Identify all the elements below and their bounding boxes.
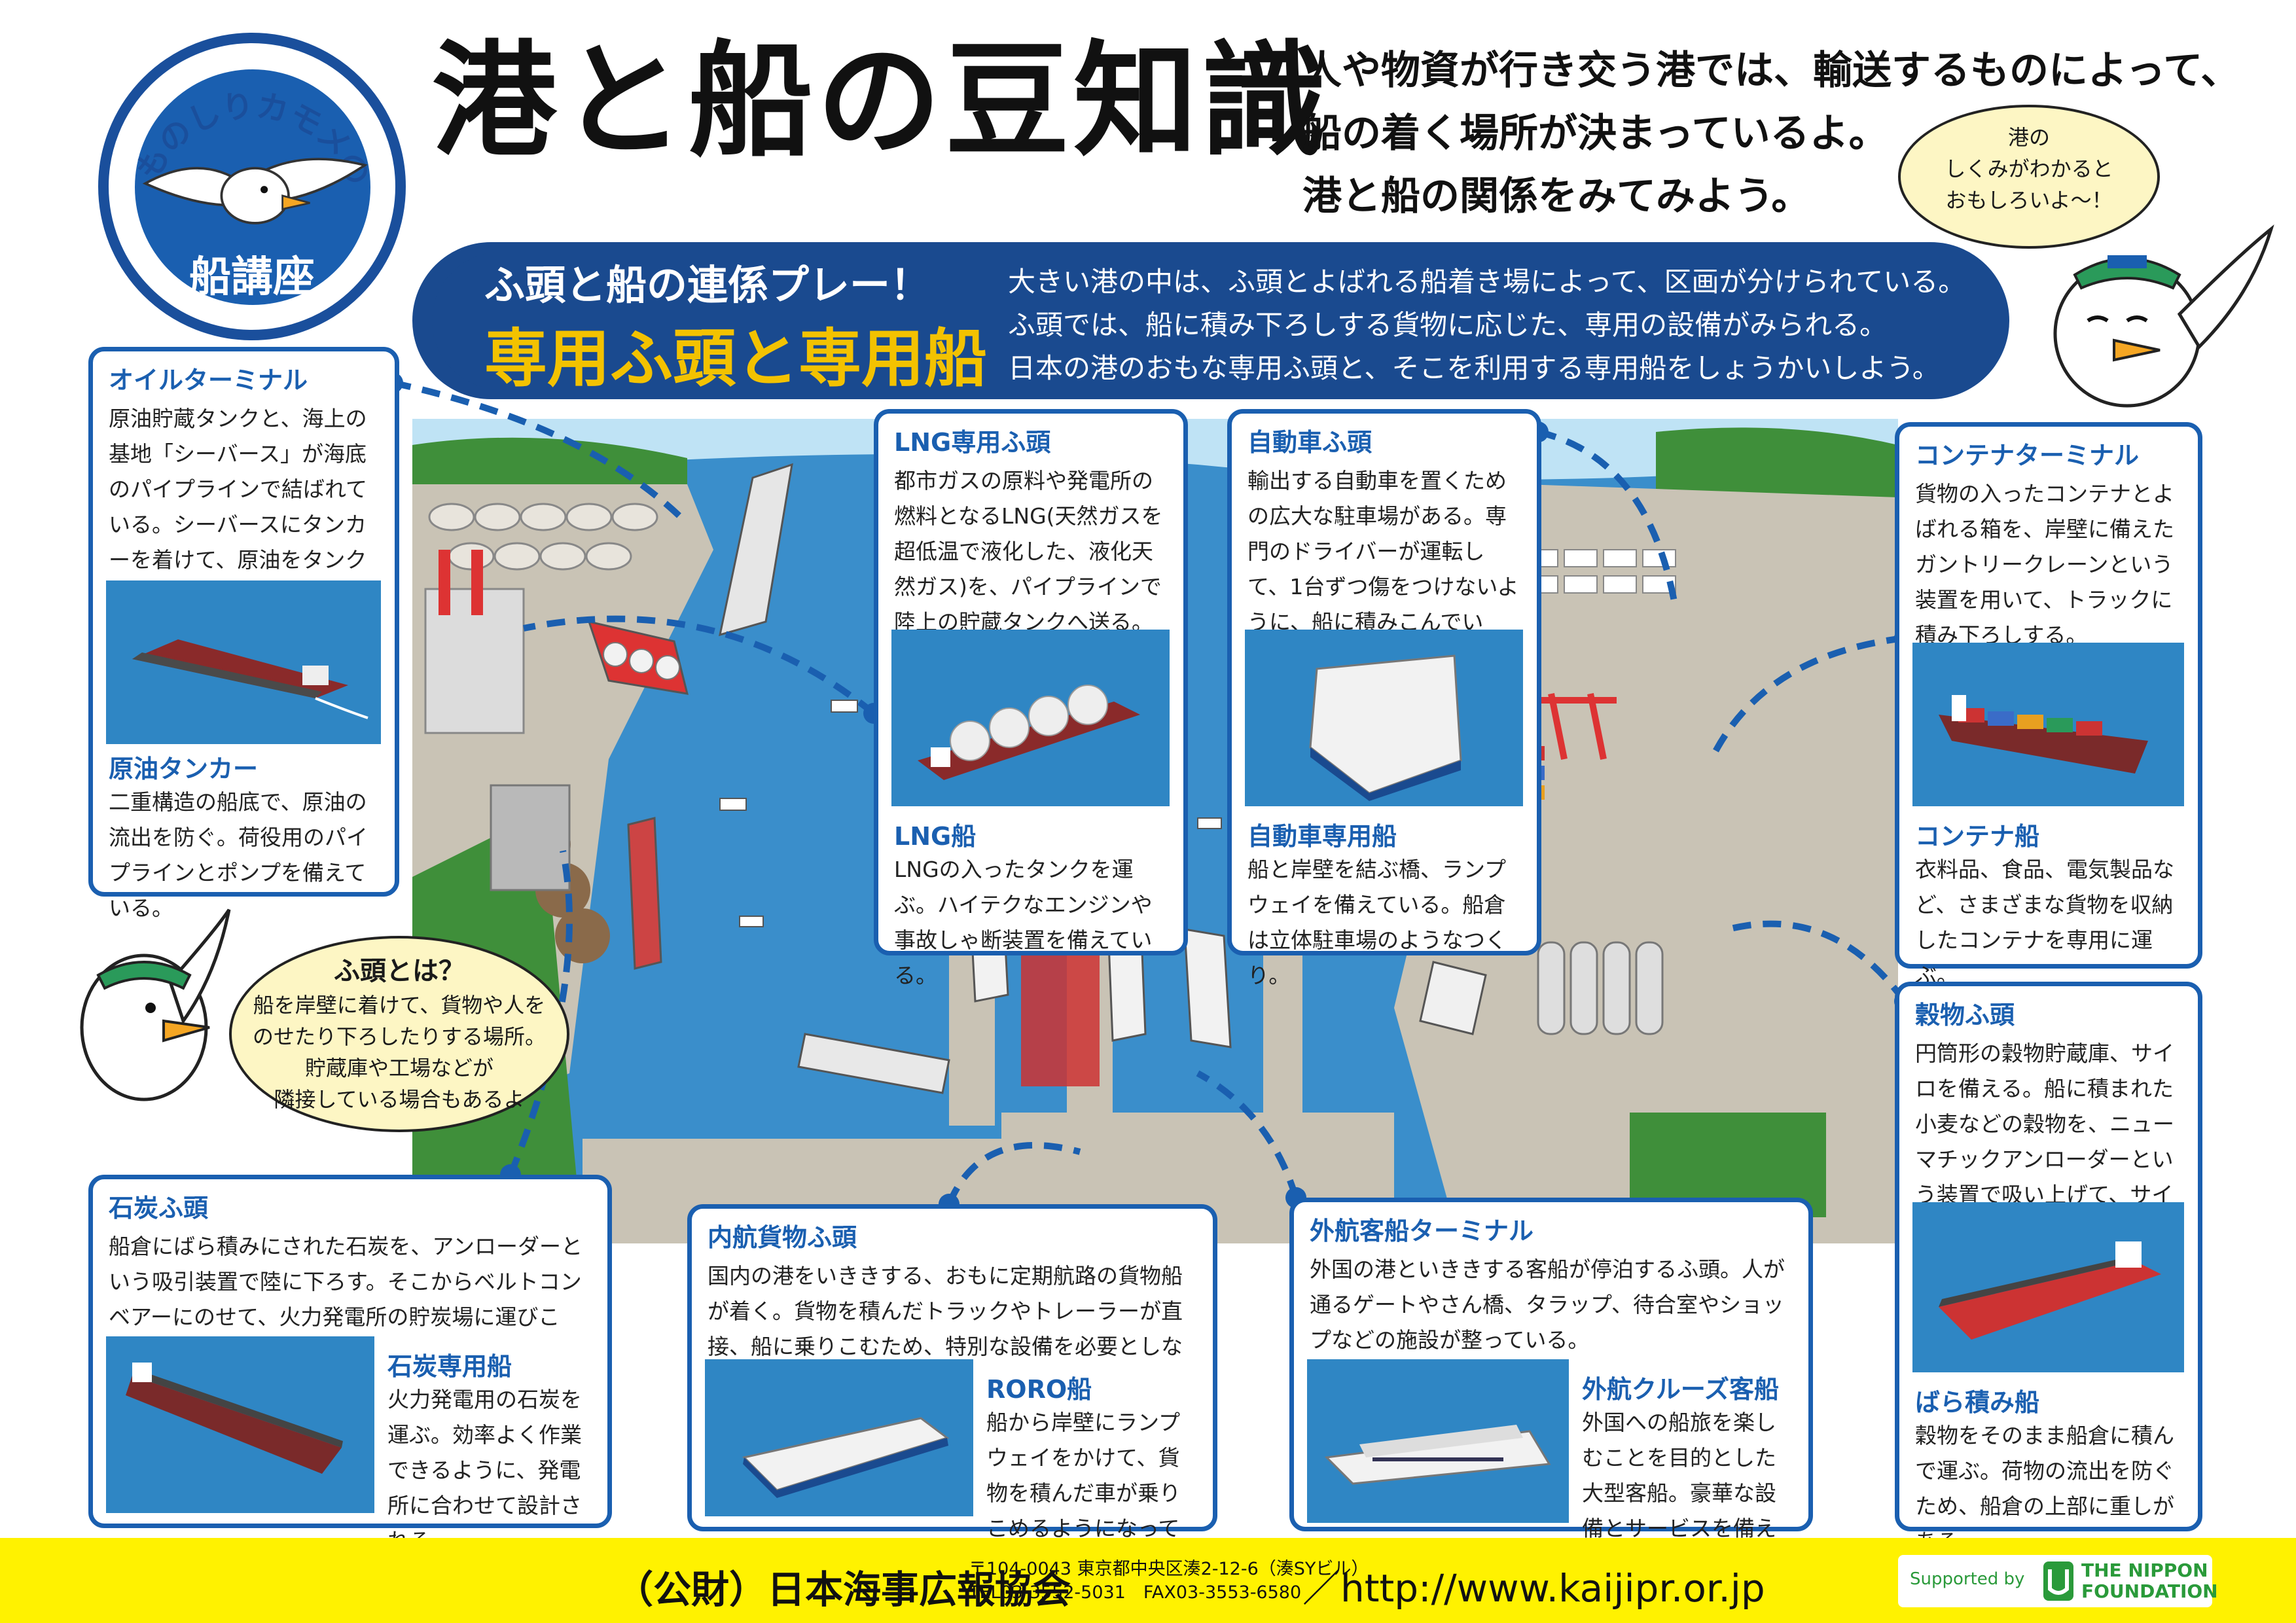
- footer-url-link[interactable]: ／http://www.kaijipr.or.jp: [1302, 1566, 1765, 1611]
- box-subdesc: 火力発電用の石炭を運ぶ。効率よく作業できるように、発電所に合わせて設計される。: [387, 1387, 582, 1554]
- car-carrier-icon: [1245, 630, 1523, 806]
- bulk-carrier-icon: [1912, 1202, 2184, 1372]
- box-car: 自動車ふ頭 輸出する自動車を置くための広大な駐車場がある。専門のドライバーが運転…: [1227, 409, 1541, 988]
- badge-bottom-text: 船講座: [189, 253, 315, 302]
- roro-ship-icon: [705, 1359, 973, 1516]
- foundation-line: THE NIPPON: [2081, 1560, 2208, 1581]
- car-carrier-image: [1245, 630, 1523, 806]
- box-desc: 貨物の入ったコンテナとよばれる箱を、岸壁に備えたガントリークレーンという装置を用…: [1915, 481, 2174, 648]
- cruise-ship-icon: [1307, 1359, 1569, 1523]
- bubble-line: しくみがわかると: [1945, 156, 2113, 181]
- box-lng: LNG専用ふ頭 都市ガスの原料や発電所の燃料となるLNG(天然ガスを超低温で液化…: [874, 409, 1188, 988]
- lng-image: [891, 630, 1170, 806]
- box-oil-terminal: オイルターミナル 原油貯蔵タンクと、海上の基地「シーバース」が海底のパイプライン…: [88, 347, 399, 921]
- box-subtitle: コンテナ船: [1915, 822, 2040, 851]
- footer-address: 〒104-0043 東京都中央区湊2-12-6（湊SYビル） TEL03-355…: [969, 1558, 1369, 1605]
- box-subdesc: 二重構造の船底で、原油の流出を防ぐ。荷役用のパイプラインとポンプを備えている。: [109, 789, 368, 921]
- box-subdesc: LNGの入ったタンクを運ぶ。ハイテクなエンジンや事故しゃ断装置を備えている。: [894, 857, 1153, 988]
- banner-left: [432, 252, 988, 389]
- seagull-mascot-icon: [2053, 224, 2274, 408]
- box-title: 内航貨物ふ頭: [708, 1223, 857, 1252]
- futo-bubble-line: 船を岸壁に着けて、貨物や人を: [253, 993, 546, 1018]
- intro-line: 港と船の関係をみてみよう。: [1302, 173, 1811, 219]
- box-subdesc: 船と岸壁を結ぶ橋、ランプウェイを備えている。船倉は立体駐車場のようなつくり。: [1247, 857, 1507, 988]
- box-subtitle: 外航クルーズ客船: [1582, 1375, 1779, 1404]
- tanker-image: [106, 580, 381, 744]
- box-subtitle: 原油タンカー: [109, 755, 259, 783]
- box-desc: 都市ガスの原料や発電所の燃料となるLNG(天然ガスを超低温で液化した、液化天然ガ…: [894, 468, 1163, 635]
- box-desc: 外国の港といききする客船が停泊するふ頭。人が通るゲートやさん橋、タラップ、待合室…: [1310, 1257, 1785, 1353]
- banner-line: 日本の港のおもな専用ふ頭と、そこを利用する専用船をしょうかいしよう。: [1008, 352, 1940, 384]
- bubble-line: おもしろいよ～！: [1945, 188, 2113, 213]
- speech-bubble-top: 港の しくみがわかると おもしろいよ～！: [1898, 105, 2160, 249]
- cruise-ship-image: [1307, 1359, 1569, 1523]
- container-ship-icon: [1912, 643, 2184, 806]
- intro-line: 船の着く場所が決まっているよ。: [1302, 111, 1888, 156]
- box-title: オイルターミナル: [109, 366, 308, 395]
- box-title: 石炭ふ頭: [109, 1194, 209, 1222]
- tanker-ship-icon: [106, 580, 381, 744]
- course-badge: ものしりカモメの 船講座: [98, 33, 406, 340]
- nippon-foundation-logo-icon: [2043, 1561, 2073, 1601]
- futo-bubble-line: 貯蔵庫や工場などが: [304, 1056, 493, 1080]
- footer-organization: （公財）日本海事広報協会: [615, 1567, 1071, 1612]
- box-coal: 石炭ふ頭 船倉にばら積みにされた石炭を、アンローダーという吸引装置で陸に下ろす。…: [88, 1175, 612, 1554]
- box-desc: 原油貯蔵タンクと、海上の基地「シーバース」が海底のパイプラインで結ばれている。シ…: [109, 406, 368, 608]
- box-desc: 船倉にばら積みにされた石炭を、アンローダーという吸引装置で陸に下ろす。そこからベ…: [109, 1234, 583, 1365]
- futo-bubble-line: のせたり下ろしたりする場所。: [252, 1024, 546, 1049]
- bubble-line: 港の: [2007, 125, 2050, 150]
- bulk-carrier-image: [1912, 1202, 2184, 1372]
- footer-phone-line: TEL03-3552-5031 FAX03-3553-6580: [969, 1582, 1302, 1603]
- futo-bubble-title: ふ頭とは？: [334, 956, 465, 986]
- container-ship-image: [1912, 643, 2184, 806]
- box-domestic: 内航貨物ふ頭 国内の港をいききする、おもに定期航路の貨物船が着く。貨物を積んだト…: [687, 1204, 1217, 1577]
- box-title: 自動車ふ頭: [1247, 428, 1372, 457]
- foundation-name: THE NIPPON FOUNDATION: [2081, 1560, 2218, 1602]
- box-subdesc: 外国への船旅を楽しむことを目的とした大型客船。豪華な設備とサービスを備えている。: [1582, 1410, 1776, 1577]
- box-title: LNG専用ふ頭: [894, 428, 1051, 457]
- banner-line: ふ頭では、船に積み下ろしする貨物に応じた、専用の設備がみられる。: [1008, 309, 1888, 341]
- futo-bubble: ふ頭とは？ 船を岸壁に着けて、貨物や人を のせたり下ろしたりする場所。 貯蔵庫や…: [229, 936, 569, 1132]
- banner-subtitle: ふ頭と船の連係プレー！: [484, 261, 931, 309]
- banner-line: 大きい港の中は、ふ頭とよばれる船着き場によって、区画が分けられている。: [1008, 266, 1966, 298]
- seagull-icon: ものしりカモメの: [130, 87, 377, 224]
- box-title: 外航客船ターミナル: [1310, 1217, 1534, 1245]
- coal-ship-image: [106, 1336, 374, 1513]
- box-subdesc: 船から岸壁にランプウェイをかけて、貨物を積んだ車が乗りこめるようになっている。: [986, 1410, 1181, 1577]
- foundation-line: FOUNDATION: [2081, 1580, 2218, 1602]
- box-subtitle: 自動車専用船: [1247, 822, 1397, 851]
- box-grain: 穀物ふ頭 円筒形の穀物貯蔵庫、サイロを備える。船に積まれた小麦などの穀物を、ニュ…: [1895, 982, 2202, 1554]
- box-desc: 国内の港をいききする、おもに定期航路の貨物船が着く。貨物を積んだトラックやトレー…: [708, 1263, 1183, 1395]
- seagull-left-icon: [80, 908, 231, 1101]
- box-subdesc: 衣料品、食品、電気製品など、さまざまな貨物を収納したコンテナを専用に運ぶ。: [1915, 857, 2174, 988]
- box-title: コンテナターミナル: [1915, 441, 2140, 470]
- intro-text: 人や物資が行き交う港では、輸送するものによって、 船の着く場所が決まっているよ。…: [1302, 39, 2240, 228]
- intro-line: 人や物資が行き交う港では、輸送するものによって、: [1302, 48, 2240, 94]
- footer-address-line: 〒104-0043 東京都中央区湊2-12-6（湊SYビル）: [969, 1559, 1369, 1579]
- box-cruise: 外航客船ターミナル 外国の港といききする客船が停泊するふ頭。人が通るゲートやさん…: [1289, 1198, 1813, 1577]
- roro-ship-image: [705, 1359, 973, 1516]
- box-subtitle: 石炭専用船: [387, 1352, 512, 1381]
- coal-ship-icon: [106, 1336, 374, 1513]
- banner-text: 大きい港の中は、ふ頭とよばれる船着き場によって、区画が分けられている。 ふ頭では…: [1008, 260, 1965, 390]
- box-subtitle: RORO船: [986, 1375, 1092, 1404]
- page-title: 港と船の豆知識: [432, 29, 1331, 173]
- box-title: 穀物ふ頭: [1915, 1001, 2015, 1029]
- box-subtitle: LNG船: [894, 822, 977, 851]
- box-container: コンテナターミナル 貨物の入ったコンテナとよばれる箱を、岸壁に備えたガントリーク…: [1895, 422, 2202, 988]
- lng-ship-icon: [891, 630, 1170, 806]
- futo-bubble-line: 隣接している場合もあるよ: [274, 1087, 525, 1112]
- sponsor-text: Supported by: [1910, 1569, 2025, 1589]
- box-subtitle: ばら積み船: [1915, 1388, 2040, 1417]
- banner-title: 専用ふ頭と専用船: [484, 322, 987, 395]
